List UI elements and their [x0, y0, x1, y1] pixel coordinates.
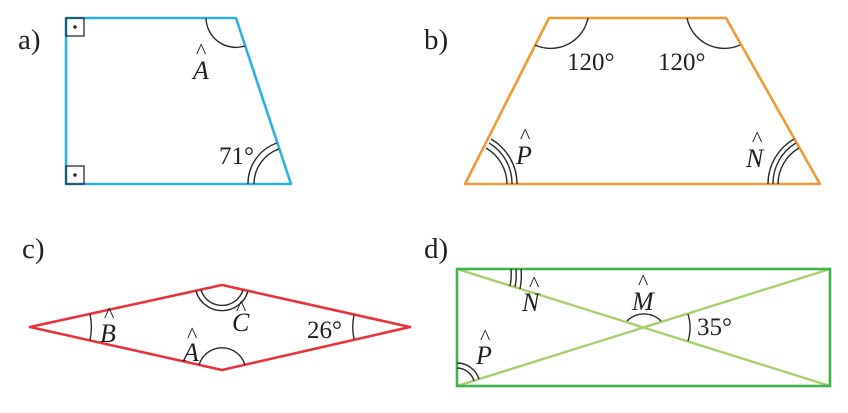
angle-p-arc-2 — [488, 142, 513, 185]
figure-a: a) ^ A 71° — [18, 16, 293, 186]
angle-n-arc-3 — [777, 147, 800, 185]
figure-b: b) 120° 120° ^ P ^ N — [424, 16, 822, 186]
angle-b-arc — [89, 313, 93, 341]
angle-26-label: 26° — [307, 317, 342, 344]
figure-c-label: c) — [22, 233, 45, 265]
angle-a-bottom-hat: ^ — [187, 322, 198, 347]
angle-26-arc — [352, 314, 355, 340]
angle-a-letter: A — [191, 56, 209, 85]
angle-m-letter: M — [631, 287, 655, 316]
angle-c-arc-outer — [195, 290, 249, 312]
angle-p-d-letter: P — [475, 341, 492, 370]
angle-71-arc-inner — [253, 148, 280, 185]
angle-m-arc — [626, 313, 662, 322]
angle-n-d-letter: N — [521, 288, 541, 317]
diagonal-2 — [456, 267, 831, 388]
angle-b-hat: ^ — [104, 302, 115, 327]
figure-d-label: d) — [424, 233, 448, 265]
angle-p-letter: P — [515, 141, 532, 170]
figure-c: c) ^ B ^ C ^ A 26° — [22, 233, 412, 372]
angle-n-arc-1 — [767, 138, 795, 185]
angle-c-arc-inner — [200, 289, 244, 307]
angle-p-d-arc-2 — [456, 367, 475, 382]
rhombus-c — [28, 283, 412, 372]
angle-35-label: 35° — [697, 314, 732, 341]
figure-d: d) ^ N ^ M 35° ^ P — [424, 233, 832, 388]
angle-120-left-arc — [534, 17, 589, 50]
angle-35-arc — [687, 313, 691, 342]
angle-a-arc — [205, 17, 246, 49]
angle-a-bottom-arc — [198, 347, 246, 366]
angle-n-d-hat: ^ — [529, 271, 540, 296]
angle-71-arc-outer — [247, 142, 278, 185]
angle-120-right-arc — [686, 17, 741, 50]
angle-p-d-hat: ^ — [480, 324, 491, 349]
angle-71-label: 71° — [219, 143, 254, 170]
angle-p-arc-3 — [485, 147, 508, 185]
angle-n-d-arc-2 — [514, 268, 517, 288]
trapezoid-a — [64, 16, 293, 186]
angle-p-d-arc-1 — [456, 362, 480, 380]
angle-n-hat: ^ — [752, 126, 763, 151]
angle-n-d-arc-1 — [509, 268, 512, 287]
angle-p-hat: ^ — [520, 123, 531, 148]
rectangle-d — [455, 267, 832, 388]
angle-n-d-arc-3 — [519, 268, 523, 290]
angle-m-hat: ^ — [638, 269, 649, 294]
angle-n-letter: N — [745, 144, 765, 173]
right-angle-marker-top — [65, 17, 85, 37]
angle-a-bottom-letter: A — [181, 338, 199, 367]
figure-b-label: b) — [424, 24, 448, 56]
right-angle-marker-bottom — [65, 165, 85, 185]
angle-c-hat: ^ — [236, 295, 247, 320]
angle-120-right-label: 120° — [658, 49, 706, 76]
angle-120-left-label: 120° — [567, 49, 615, 76]
angle-c-letter: C — [232, 308, 250, 337]
angle-n-arc-2 — [772, 142, 797, 185]
figure-a-label: a) — [18, 24, 41, 56]
angle-a-hat: ^ — [196, 38, 207, 63]
angle-b-letter: B — [100, 319, 116, 348]
angle-p-arc-1 — [490, 138, 518, 185]
trapezoid-b — [463, 16, 822, 186]
